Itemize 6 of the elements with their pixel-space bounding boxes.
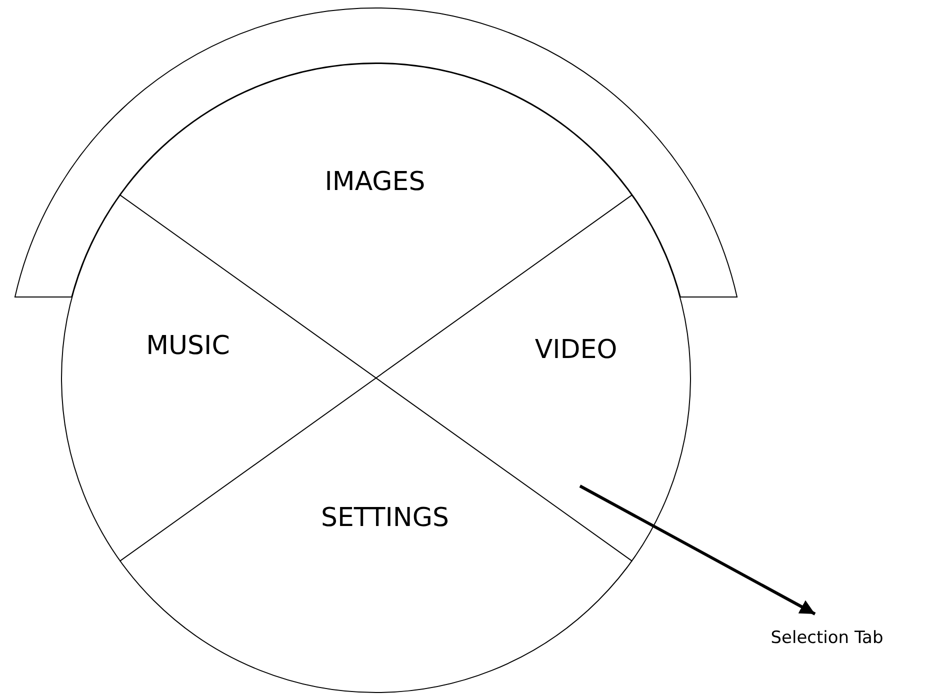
sector-label: IMAGES [324,167,426,197]
sector-label: VIDEO [534,335,618,365]
sector-label: MUSIC [146,331,230,361]
sector-label: SETTINGS [320,503,449,533]
arrow [579,484,816,616]
callout-label: Selection Tab [770,628,884,648]
